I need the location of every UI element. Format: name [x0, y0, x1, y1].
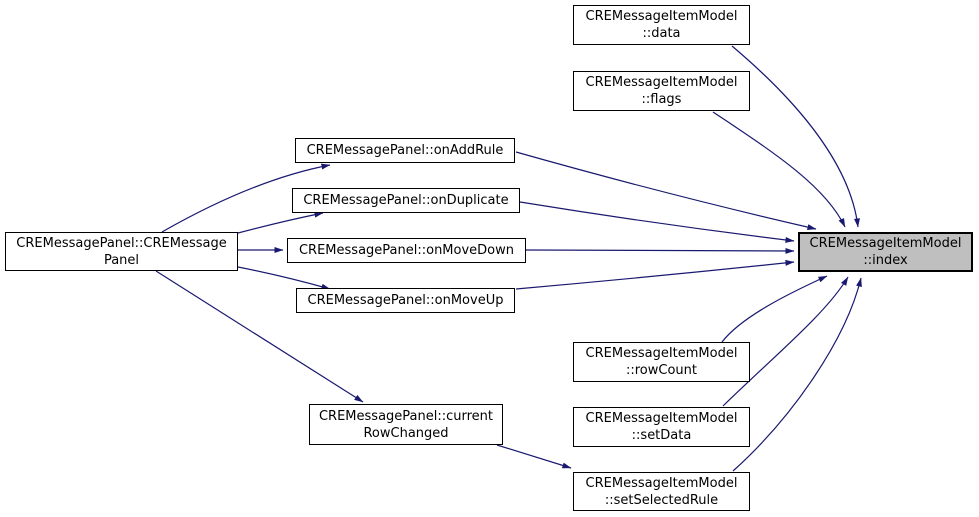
- node-data[interactable]: CREMessageItemModel::data: [573, 5, 750, 45]
- node-label-line: CREMessagePanel::onAddRule: [306, 143, 504, 158]
- edge-data-index: [731, 45, 860, 228]
- edge-panel-onDuplicate: [237, 211, 324, 234]
- edge-rowCount-index: [721, 275, 828, 343]
- edge-setSelectedRule-index: [732, 277, 862, 472]
- node-label-line: CREMessageItemModel: [585, 411, 738, 426]
- node-onAddRule[interactable]: CREMessagePanel::onAddRule: [295, 138, 515, 163]
- edge-panel-onAddRule: [161, 163, 331, 233]
- edge-panel-currentRowChanged: [155, 270, 364, 403]
- node-setData[interactable]: CREMessageItemModel::setData: [573, 407, 750, 447]
- node-rowCount[interactable]: CREMessageItemModel::rowCount: [573, 342, 750, 382]
- node-onMoveUp[interactable]: CREMessagePanel::onMoveUp: [296, 288, 515, 313]
- node-flags[interactable]: CREMessageItemModel::flags: [573, 71, 750, 111]
- node-label-line: ::setSelectedRule: [604, 492, 719, 508]
- edge-panel-onMoveUp: [237, 266, 331, 290]
- edge-onMoveDown-index: [525, 247, 795, 254]
- edge-onDuplicate-index: [519, 201, 795, 243]
- node-label-line: RowChanged: [363, 425, 449, 441]
- node-label-line: ::index: [863, 253, 908, 268]
- node-label-line: CREMessagePanel::current: [318, 408, 494, 424]
- node-label-line: Panel: [103, 252, 140, 268]
- node-index: CREMessageItemModel::index: [798, 232, 973, 272]
- edge-onAddRule-index: [515, 151, 817, 231]
- node-label-line: ::flags: [641, 92, 682, 107]
- edge-setData-index: [722, 276, 849, 407]
- edge-currentRowChanged-setSelectedRule: [496, 444, 572, 469]
- node-label-line: ::setData: [631, 428, 692, 443]
- node-label-line: CREMessageItemModel: [585, 9, 738, 24]
- node-label-line: CREMessageItemModel: [585, 346, 738, 361]
- node-label-line: CREMessageItemModel: [809, 236, 962, 251]
- node-label-line: CREMessageItemModel: [585, 475, 738, 491]
- node-onDuplicate[interactable]: CREMessagePanel::onDuplicate: [292, 188, 520, 213]
- node-label-line: CREMessagePanel::CREMessage: [16, 235, 227, 251]
- node-setSelectedRule[interactable]: CREMessageItemModel::setSelectedRule: [573, 472, 750, 511]
- node-label-line: CREMessagePanel::onMoveUp: [307, 293, 504, 308]
- node-label-line: ::rowCount: [625, 363, 697, 378]
- edge-flags-index: [712, 111, 846, 228]
- node-label-line: CREMessagePanel::onDuplicate: [303, 193, 509, 208]
- node-onMoveDown[interactable]: CREMessagePanel::onMoveDown: [287, 238, 526, 263]
- node-label-line: ::data: [642, 26, 681, 41]
- edge-onMoveUp-index: [515, 259, 795, 290]
- node-label-line: CREMessageItemModel: [585, 75, 738, 90]
- node-label-line: CREMessagePanel::onMoveDown: [298, 243, 515, 258]
